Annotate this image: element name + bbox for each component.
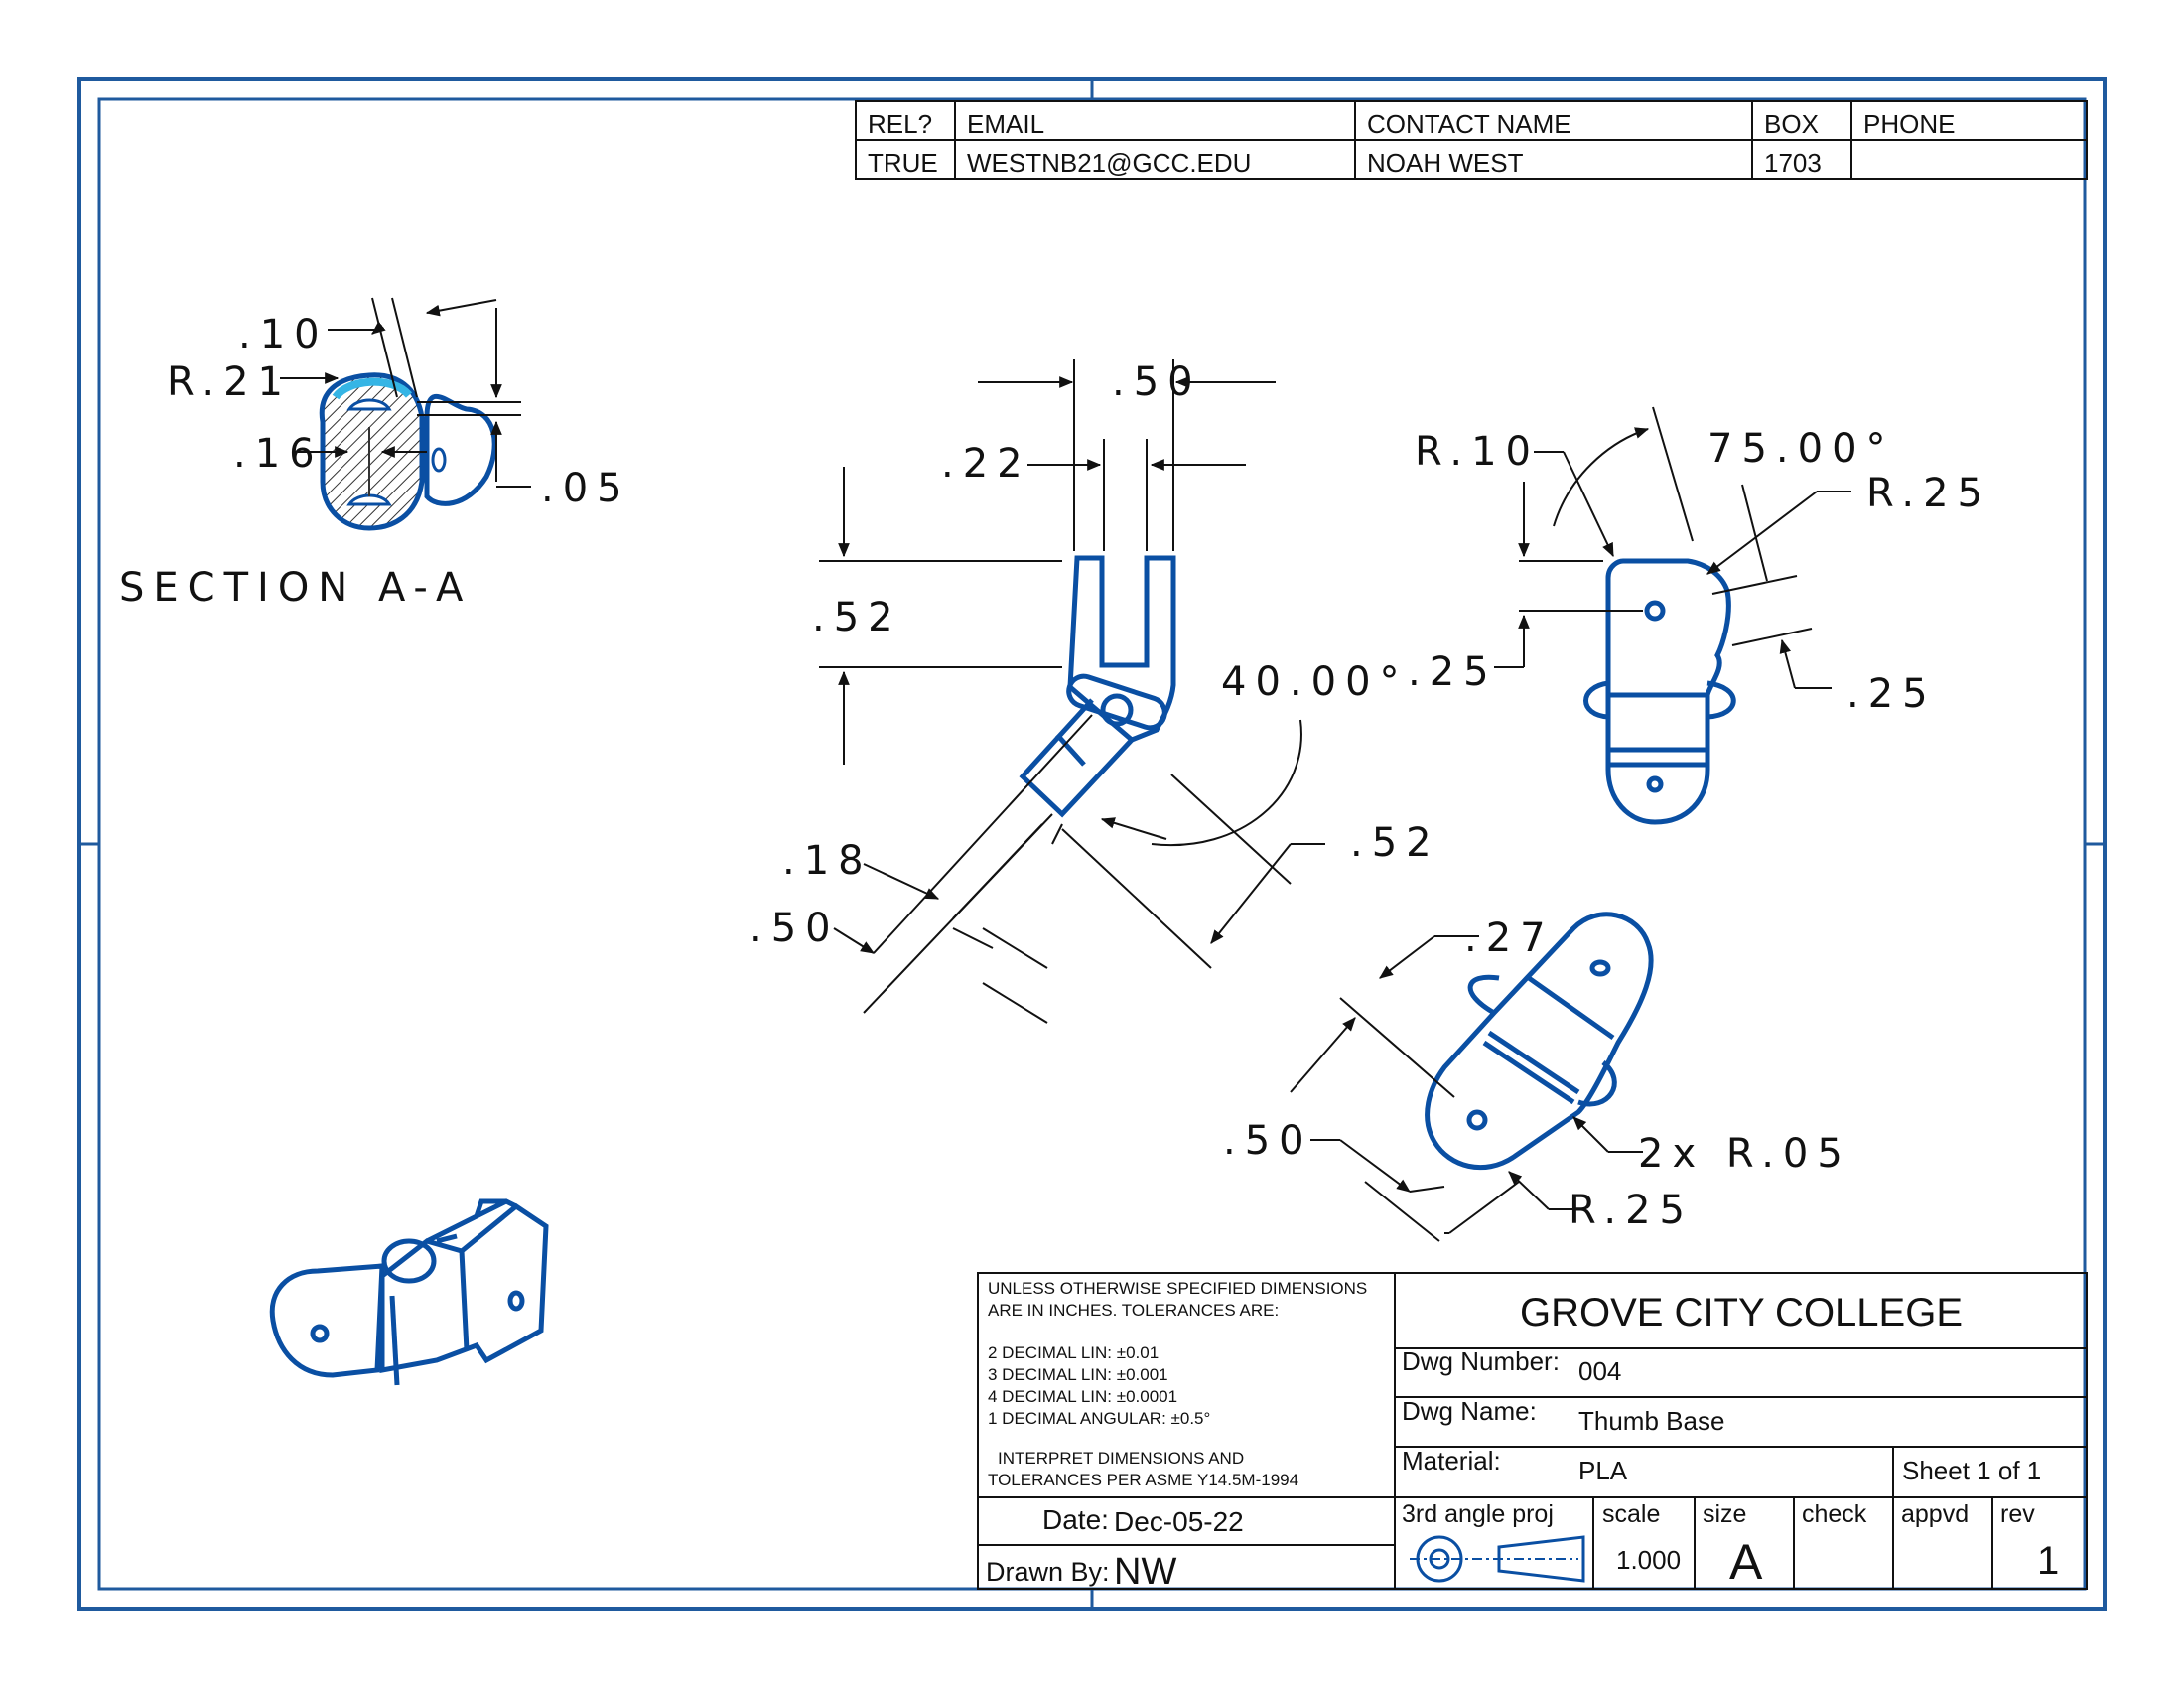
dwg-number-value: 004 [1578, 1356, 1621, 1386]
auxiliary-view [1425, 912, 1654, 1171]
size-label: size [1703, 1500, 1746, 1528]
appvd-label: appvd [1901, 1500, 1969, 1528]
cell-box: 1703 [1764, 148, 1822, 178]
note-tol-2dec: 2 DECIMAL LIN: ±0.01 [988, 1343, 1159, 1362]
note-interp-1: INTERPRET DIMENSIONS AND [998, 1449, 1244, 1468]
dim-section-r021: R.21 [167, 359, 292, 405]
projection-label: 3rd angle proj [1402, 1500, 1554, 1528]
note-tol-3dec: 3 DECIMAL LIN: ±0.001 [988, 1365, 1168, 1384]
note-tol-angular: 1 DECIMAL ANGULAR: ±0.5° [988, 1409, 1210, 1428]
size-value: A [1729, 1534, 1763, 1590]
material-label: Material: [1402, 1446, 1501, 1476]
dim-front-018: .18 [782, 838, 873, 884]
dwg-number-label: Dwg Number: [1402, 1346, 1560, 1376]
dim-section-010: .10 [238, 312, 329, 357]
drawn-by-label: Drawn By: [986, 1557, 1110, 1587]
dim-aux-027: .27 [1464, 915, 1555, 961]
note-tol-4dec: 4 DECIMAL LIN: ±0.0001 [988, 1387, 1177, 1406]
col-phone: PHONE [1863, 109, 1955, 139]
drawn-by-value: NW [1114, 1551, 1176, 1593]
dim-right-r025: R.25 [1866, 471, 1991, 516]
section-dimensions [280, 297, 531, 488]
third-angle-projection-icon [1410, 1535, 1585, 1583]
dim-right-r010: R.10 [1415, 429, 1540, 475]
cell-email: WESTNB21@GCC.EDU [967, 148, 1251, 178]
contact-table: REL? EMAIL CONTACT NAME BOX PHONE TRUE W… [855, 100, 2088, 180]
date-label: Date: [1042, 1504, 1109, 1535]
dim-front-050b: .50 [750, 906, 840, 951]
scale-label: scale [1602, 1500, 1660, 1528]
note-line-1: UNLESS OTHERWISE SPECIFIED DIMENSIONS [988, 1279, 1367, 1298]
dim-section-005: .05 [541, 466, 631, 511]
isometric-view [269, 1198, 549, 1386]
note-interp-2: TOLERANCES PER ASME Y14.5M-1994 [988, 1471, 1298, 1489]
right-view [1583, 558, 1736, 825]
note-line-2: ARE IN INCHES. TOLERANCES ARE: [988, 1301, 1279, 1320]
col-box: BOX [1764, 109, 1819, 139]
rev-value: 1 [2037, 1539, 2059, 1583]
title-block: UNLESS OTHERWISE SPECIFIED DIMENSIONS AR… [977, 1272, 2088, 1593]
dim-aux-r025: R.25 [1569, 1188, 1694, 1233]
institution-name: GROVE CITY COLLEGE [1520, 1291, 1963, 1335]
date-value: Dec-05-22 [1114, 1506, 1244, 1537]
dim-front-052b: .52 [1350, 820, 1440, 866]
front-view [1019, 555, 1176, 818]
col-rel: REL? [868, 109, 932, 139]
section-view [319, 372, 497, 531]
dim-front-050: .50 [1112, 359, 1202, 405]
dim-front-022: .22 [941, 441, 1031, 487]
sheet-count: Sheet 1 of 1 [1902, 1456, 2041, 1485]
scale-value: 1.000 [1616, 1545, 1681, 1575]
material-value: PLA [1578, 1456, 1628, 1485]
dim-front-052: .52 [812, 595, 902, 640]
dim-right-025b: .25 [1846, 671, 1937, 717]
dim-right-angle: 75.00° [1707, 426, 1895, 472]
dim-section-016: .16 [233, 431, 324, 477]
section-label: SECTION A-A [119, 565, 472, 611]
rev-label: rev [2000, 1500, 2035, 1528]
cell-contact-name: NOAH WEST [1367, 148, 1524, 178]
right-dimensions [1494, 406, 1851, 689]
auxiliary-dimensions [1290, 935, 1643, 1242]
dim-aux-050: .50 [1223, 1118, 1313, 1164]
cell-rel: TRUE [868, 148, 938, 178]
dwg-name-value: Thumb Base [1578, 1406, 1724, 1436]
check-label: check [1802, 1500, 1867, 1528]
dwg-name-label: Dwg Name: [1402, 1396, 1537, 1426]
dim-right-025a: .25 [1408, 649, 1498, 695]
col-contact-name: CONTACT NAME [1367, 109, 1571, 139]
dim-front-angle: 40.00° [1221, 659, 1409, 705]
col-email: EMAIL [967, 109, 1044, 139]
front-dimensions [819, 359, 1325, 1024]
dim-aux-r005: 2x R.05 [1638, 1131, 1851, 1177]
